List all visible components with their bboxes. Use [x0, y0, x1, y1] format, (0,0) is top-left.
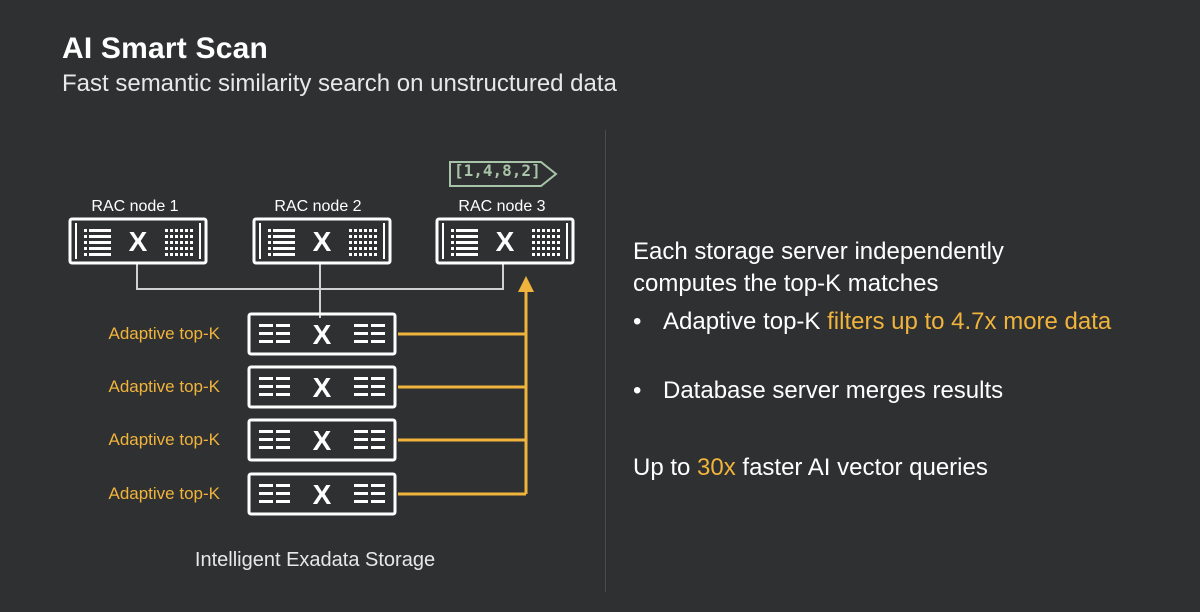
svg-text:X: X — [496, 226, 515, 257]
vertical-divider — [605, 130, 606, 592]
rac-node-3-label: RAC node 3 — [458, 198, 546, 215]
result-arrow-head — [518, 276, 534, 292]
storage-1-label: Adaptive top-K — [108, 324, 220, 343]
bullet-dot: • — [633, 308, 642, 335]
bullet-item-2: • Database server merges results — [633, 375, 1123, 407]
svg-text:X: X — [313, 372, 332, 403]
closing-prefix: Up to — [633, 454, 698, 481]
storage-server-1-icon: X — [247, 312, 397, 356]
storage-4-label: Adaptive top-K — [108, 484, 220, 503]
svg-text:X: X — [313, 479, 332, 510]
storage-server-4-icon: X — [247, 472, 397, 516]
storage-server-3-icon: X — [247, 418, 397, 462]
svg-text:X: X — [313, 226, 332, 257]
closing-highlight: 30x — [697, 454, 736, 481]
bullet-dot: • — [633, 377, 642, 404]
result-flow-lines — [398, 290, 528, 496]
rac-node-2-label: RAC node 2 — [274, 198, 362, 215]
bullet-1-text: Adaptive top-K filters up to 4.7x more d… — [663, 306, 1113, 338]
lead-text: Each storage server independently comput… — [633, 238, 1004, 297]
bullet-1-highlight: filters up to 4.7x more data — [827, 308, 1112, 335]
svg-text:X: X — [313, 319, 332, 350]
vector-badge: [1,4,8,2] — [454, 161, 541, 180]
closing-text: Up to 30x faster AI vector queries — [633, 452, 988, 484]
storage-server-2-icon: X — [247, 365, 397, 409]
rac-node-3-server-icon: X — [435, 217, 575, 265]
rac-node-1-label: RAC node 1 — [91, 198, 179, 215]
storage-2-label: Adaptive top-K — [108, 377, 220, 396]
bullet-1-prefix: Adaptive top-K — [663, 308, 828, 335]
vector-badge-shape — [449, 161, 558, 187]
rac-node-1-server-icon: X — [68, 217, 208, 265]
rac-node-2-server-icon: X — [252, 217, 392, 265]
svg-text:X: X — [129, 226, 148, 257]
page-title: AI Smart Scan — [62, 32, 269, 65]
storage-3-label: Adaptive top-K — [108, 430, 220, 449]
bullet-item-1: • Adaptive top-K filters up to 4.7x more… — [633, 306, 1123, 370]
svg-text:X: X — [313, 425, 332, 456]
storage-caption: Intelligent Exadata Storage — [194, 549, 436, 571]
page-subtitle: Fast semantic similarity search on unstr… — [62, 70, 617, 97]
closing-suffix: faster AI vector queries — [735, 454, 988, 481]
bullet-2-text: Database server merges results — [663, 377, 1004, 404]
